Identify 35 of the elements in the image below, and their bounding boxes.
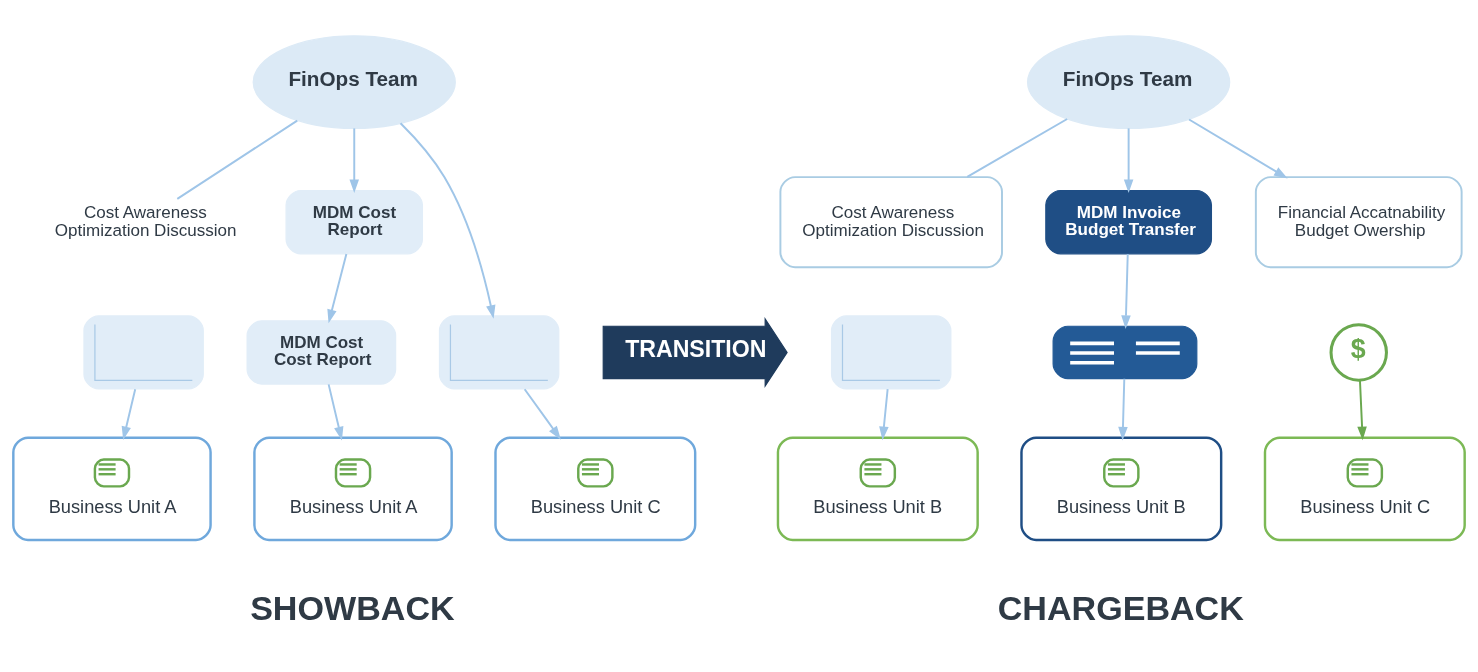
node-text: Cost Awareness Optimization Discussion — [54, 202, 237, 240]
node-box: Business Unit C — [1263, 436, 1466, 542]
node-box: Business Unit B — [1020, 436, 1223, 542]
node-picture — [830, 315, 952, 390]
node-box: Business Unit A — [12, 436, 212, 542]
node-box: Business Unit A — [253, 436, 453, 542]
connector — [176, 119, 299, 200]
arrow — [349, 127, 360, 194]
node-picture — [1052, 325, 1198, 380]
label: SHOWBACK — [250, 588, 455, 627]
node-ellipse: FinOps Team — [252, 35, 456, 129]
node-box: Business Unit B — [776, 436, 979, 542]
arrow — [1123, 127, 1134, 194]
connector — [966, 118, 1069, 178]
node-box: Financial Accatnability Budget Owership — [1254, 176, 1463, 269]
arrow — [523, 388, 561, 440]
arrow — [121, 388, 137, 441]
arrow — [399, 122, 496, 319]
node-box: MDM Invoice Budget Transfer — [1045, 189, 1213, 255]
node-ellipse: FinOps Team — [1026, 35, 1231, 129]
label: CHARGEBACK — [997, 588, 1244, 627]
node-picture — [438, 315, 560, 390]
node-box: Cost Awareness Optimization Discussion — [779, 176, 1003, 269]
arrow — [1121, 253, 1131, 329]
arrow — [1188, 118, 1288, 179]
arrow — [879, 388, 889, 441]
arrow — [1118, 377, 1128, 441]
arrow — [327, 253, 348, 324]
node-box: MDM Cost Cost Report — [246, 320, 397, 385]
node-box: MDM Cost Report — [285, 189, 424, 255]
arrow — [1357, 379, 1367, 441]
arrow — [327, 383, 344, 441]
node-circle: $ — [1329, 323, 1388, 382]
node-picture — [83, 315, 204, 390]
node-box: Business Unit C — [494, 436, 697, 542]
